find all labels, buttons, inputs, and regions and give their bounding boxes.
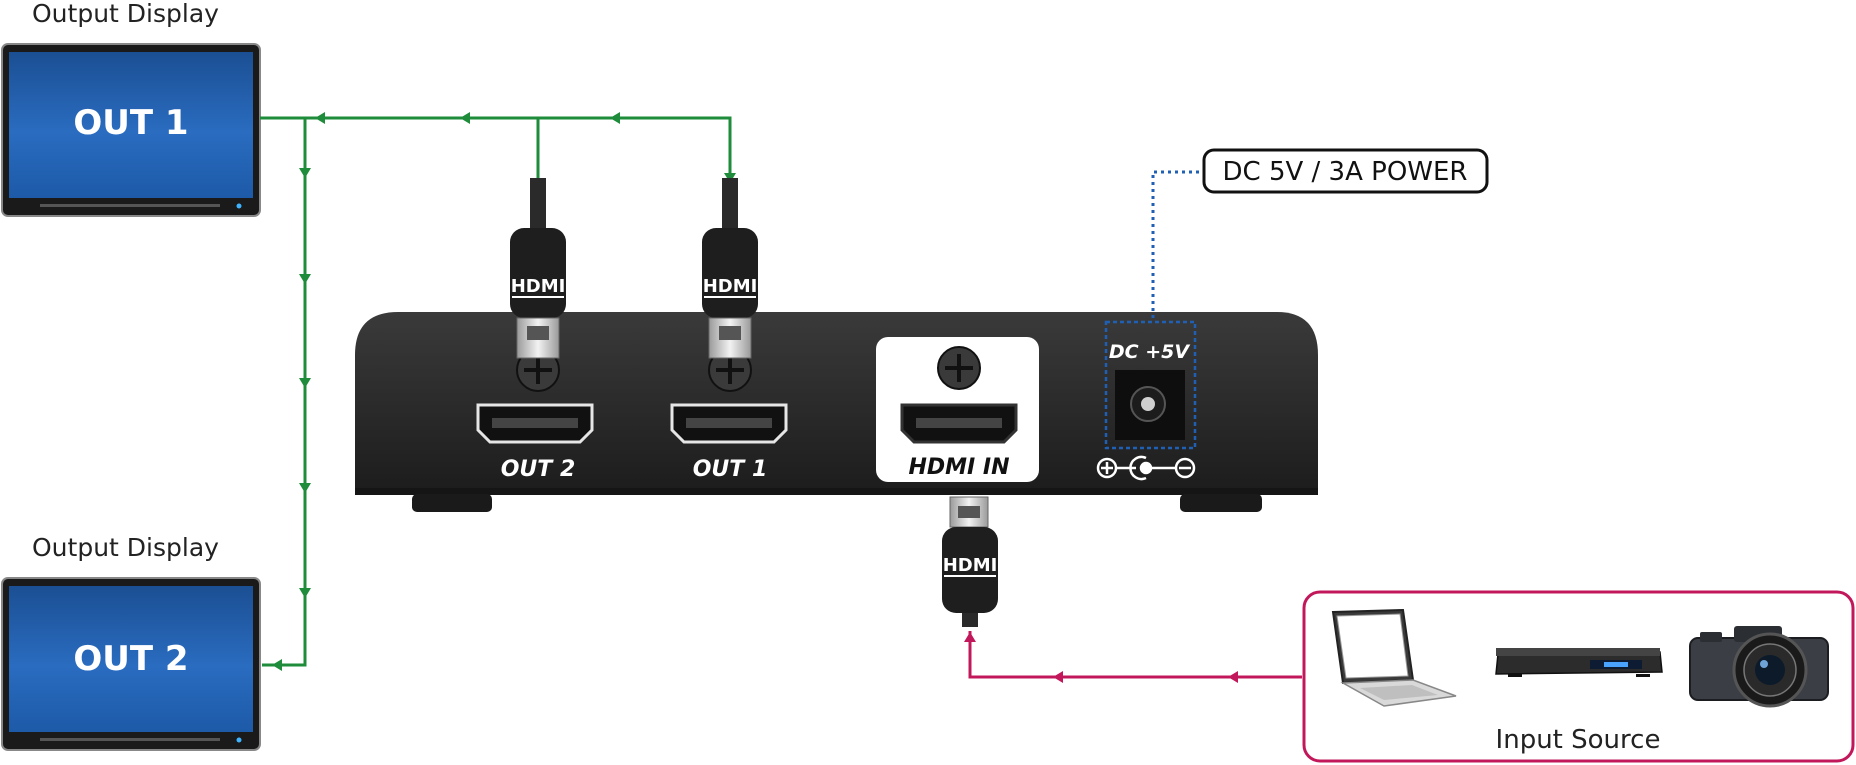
output-display-2: Output Display OUT 2 [1, 533, 261, 751]
media-player-icon [1495, 648, 1663, 677]
out2-port-label: OUT 2 [501, 457, 576, 482]
hdmi-cable-in: HDMI [942, 496, 998, 627]
input-connection-line [964, 631, 1302, 683]
out1-port-label: OUT 1 [693, 457, 768, 482]
hdmi-in-port-label: HDMI IN [908, 455, 1009, 480]
power-led-icon [236, 737, 242, 743]
display-2-screen-label: OUT 2 [73, 639, 188, 679]
power-led-icon [236, 203, 242, 209]
power-supply-note: DC 5V / 3A POWER [1151, 148, 1489, 318]
hdmi-cable-out1: HDMI [702, 178, 758, 359]
hdmi-cable-out2: HDMI [510, 178, 566, 359]
hdmi-badge: HDMI [943, 555, 998, 576]
polarity-symbol-icon [1096, 455, 1196, 481]
laptop-icon [1331, 608, 1457, 707]
hdmi-badge: HDMI [703, 276, 758, 297]
hdmi-in-port: HDMI IN [876, 337, 1039, 482]
power-label: DC 5V / 3A POWER [1223, 157, 1468, 187]
hdmi-splitter: OUT 2 OUT 1 HDMI IN DC +5V [355, 312, 1318, 512]
hdmi-badge: HDMI [511, 276, 566, 297]
output-display-1: Output Display OUT 1 [1, 0, 261, 217]
dc-port-label: DC +5V [1109, 341, 1190, 363]
out1-port: OUT 1 [670, 348, 788, 482]
dc-power-port: DC +5V [1096, 320, 1197, 481]
display-1-caption: Output Display [32, 0, 219, 28]
display-1-screen-label: OUT 1 [73, 103, 188, 143]
display-2-caption: Output Display [32, 533, 219, 562]
camera-icon [1689, 626, 1829, 708]
input-source-label: Input Source [1496, 725, 1661, 755]
out2-port: OUT 2 [476, 348, 594, 482]
input-source-panel: Input Source [1302, 590, 1855, 763]
